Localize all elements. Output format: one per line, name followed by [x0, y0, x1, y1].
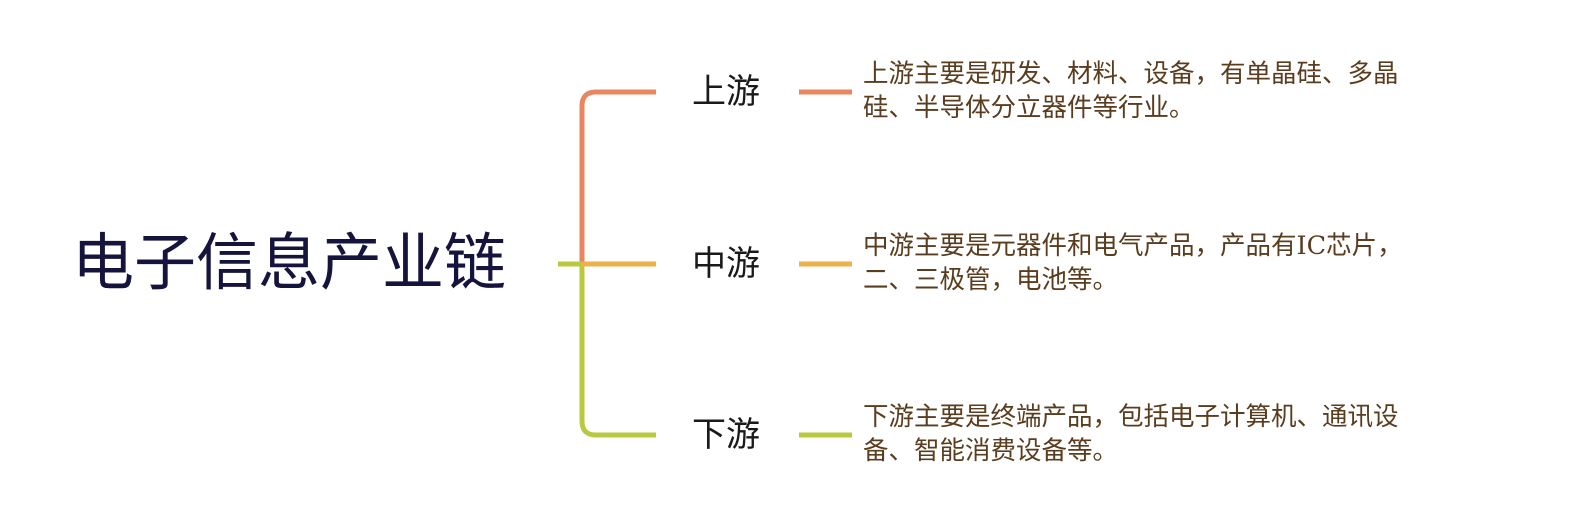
- description-line: 上游主要是研发、材料、设备，有单晶硅、多晶: [863, 59, 1399, 89]
- trunk-upper-connector: [579, 89, 656, 264]
- downstream-description: 下游主要是终端产品，包括电子计算机、通讯设 备、智能消费设备等。: [863, 400, 1463, 468]
- description-line: 中游主要是元器件和电气产品，产品有IC芯片，: [863, 231, 1403, 261]
- midstream-description: 中游主要是元器件和电气产品，产品有IC芯片， 二、三极管，电池等。: [863, 229, 1463, 297]
- description-line: 下游主要是终端产品，包括电子计算机、通讯设: [863, 402, 1399, 432]
- description-line: 备、智能消费设备等。: [863, 436, 1119, 466]
- description-line: 二、三极管，电池等。: [863, 265, 1119, 295]
- branch-label-upstream: 上游: [692, 72, 760, 112]
- root-topic: 电子信息产业链: [72, 226, 507, 299]
- description-line: 硅、半导体分立器件等行业。: [863, 93, 1195, 123]
- trunk-lower-connector: [579, 264, 656, 438]
- branch-label-midstream: 中游: [692, 244, 760, 284]
- branch-label-downstream: 下游: [692, 415, 760, 455]
- upstream-description: 上游主要是研发、材料、设备，有单晶硅、多晶 硅、半导体分立器件等行业。: [863, 57, 1463, 125]
